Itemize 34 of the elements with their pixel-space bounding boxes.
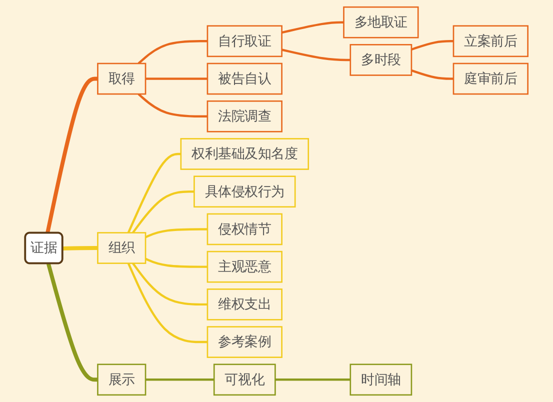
connector xyxy=(132,262,208,306)
connector xyxy=(138,40,208,64)
connector xyxy=(282,21,344,34)
connector xyxy=(145,228,208,238)
connector xyxy=(282,48,350,62)
node-box: 主观恶意 xyxy=(206,250,282,283)
connector xyxy=(146,378,214,381)
node-box: 多时段 xyxy=(350,44,412,76)
connector xyxy=(411,69,454,80)
node-box: 自行取证 xyxy=(206,25,282,58)
node-box: 被告自认 xyxy=(206,62,282,95)
connector xyxy=(275,378,350,381)
node-box: 取得 xyxy=(97,62,146,95)
node-box: 展示 xyxy=(97,364,146,396)
node-box: 庭审前后 xyxy=(452,62,528,95)
node-box: 侵权情节 xyxy=(206,213,282,246)
connector xyxy=(62,246,98,250)
connector xyxy=(146,78,208,80)
connector xyxy=(138,93,208,118)
node-box: 可视化 xyxy=(213,364,276,396)
node-box: 参考案例 xyxy=(206,326,282,358)
node-box: 维权支出 xyxy=(206,288,282,320)
node-box: 具体侵权行为 xyxy=(194,176,296,208)
connector xyxy=(145,258,208,268)
node-box: 法院调查 xyxy=(206,100,282,132)
node-box: 时间轴 xyxy=(350,364,412,396)
connector xyxy=(127,152,181,234)
node-box: 权利基础及知名度 xyxy=(180,138,310,170)
connector xyxy=(132,190,194,234)
connector xyxy=(411,40,454,51)
node-box: 立案前后 xyxy=(452,25,528,58)
node-box: 组织 xyxy=(97,232,146,264)
connector xyxy=(127,262,208,344)
node-box: 多地取证 xyxy=(343,6,419,38)
